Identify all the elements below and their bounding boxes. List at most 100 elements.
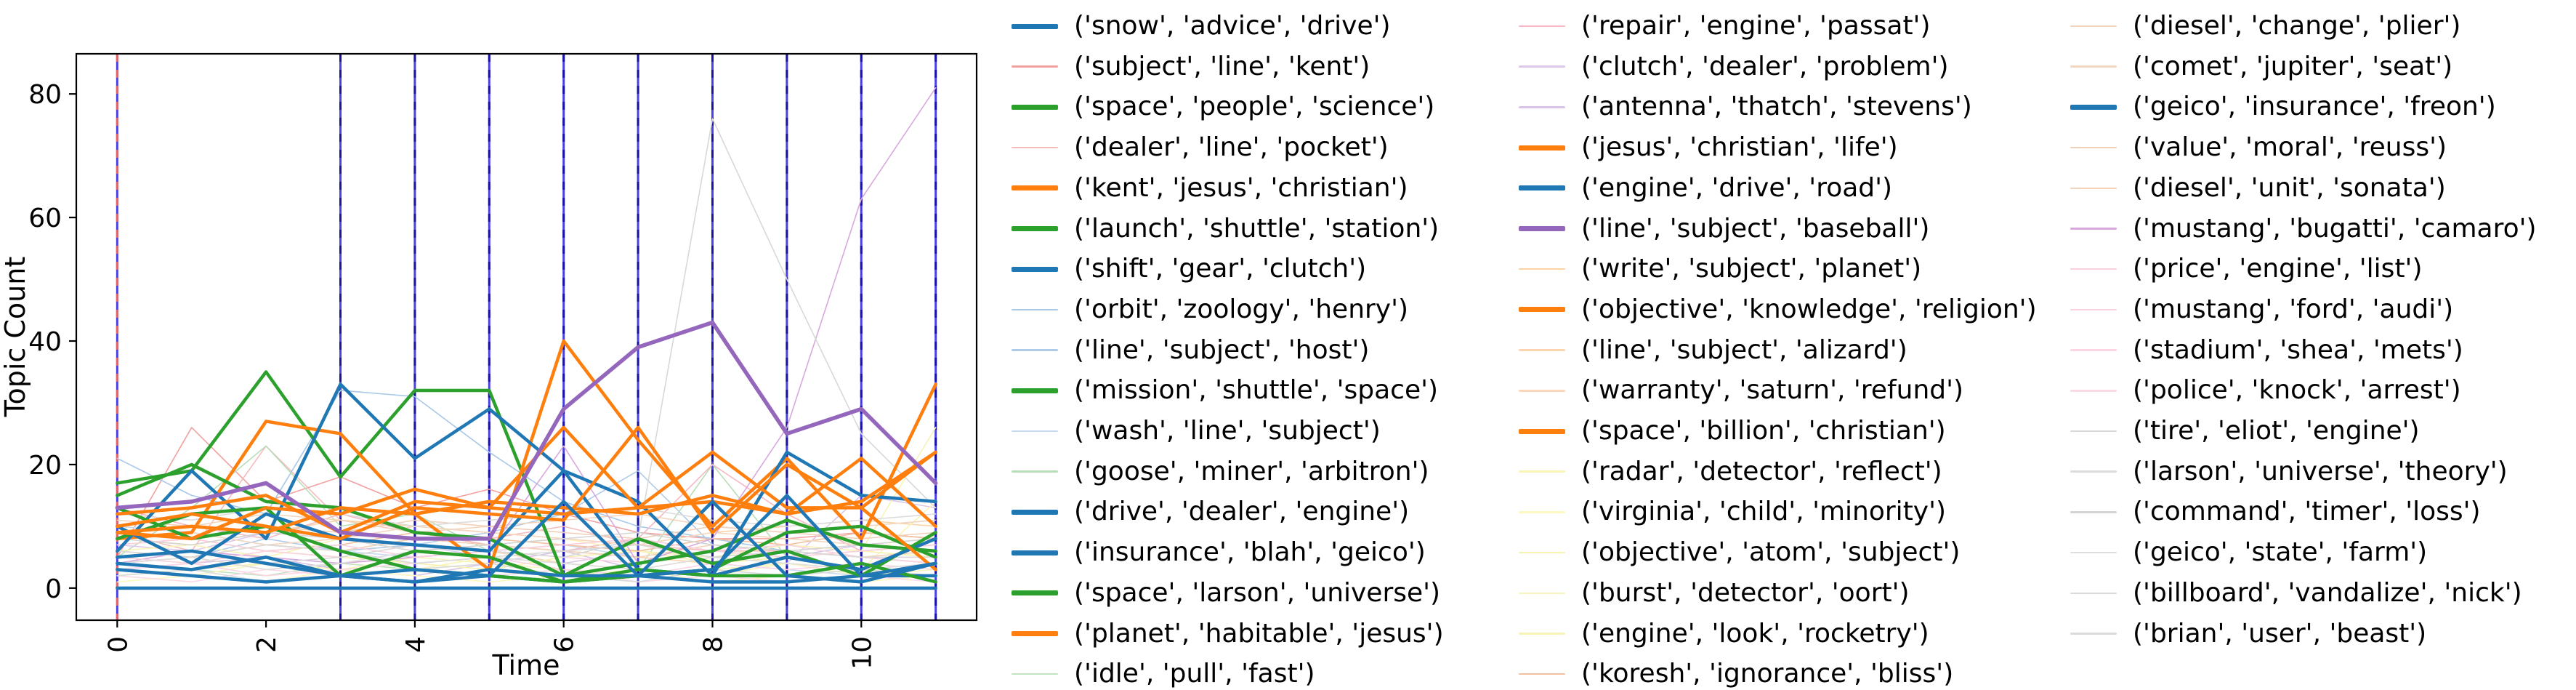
legend-line-swatch	[2070, 65, 2117, 68]
legend-label: ('write', 'subject', 'planet')	[1581, 254, 1922, 284]
legend-label: ('antenna', 'thatch', 'stevens')	[1581, 92, 1972, 122]
legend-label: ('warranty', 'saturn', 'refund')	[1581, 375, 1964, 406]
legend-label: ('mustang', 'bugatti', 'camaro')	[2133, 213, 2537, 244]
legend-item: ('radar', 'detector', 'reflect')	[1519, 456, 1942, 488]
legend-item: ('objective', 'atom', 'subject')	[1519, 537, 1960, 569]
topic-series-line	[116, 427, 937, 558]
legend-label: ('kent', 'jesus', 'christian')	[1074, 172, 1408, 203]
legend-line-swatch	[1012, 146, 1058, 149]
legend-label: ('engine', 'drive', 'road')	[1581, 172, 1893, 203]
legend-label: ('comet', 'jupiter', 'seat')	[2133, 51, 2453, 81]
legend-label: ('space', 'people', 'science')	[1074, 92, 1435, 122]
legend-label: ('planet', 'habitable', 'jesus')	[1074, 618, 1444, 649]
legend-label: ('space', 'larson', 'universe')	[1074, 577, 1441, 608]
legend-item: ('stadium', 'shea', 'mets')	[2070, 334, 2463, 366]
legend-line-swatch	[1012, 226, 1058, 231]
legend-line-swatch	[1519, 25, 1565, 28]
legend-label: ('insurance', 'blah', 'geico')	[1074, 537, 1426, 568]
legend-item: ('engine', 'look', 'rocketry')	[1519, 618, 1929, 650]
legend-line-swatch	[1519, 185, 1565, 191]
legend-line-swatch	[2070, 592, 2117, 595]
topic-series-line	[116, 531, 937, 552]
topic-series-line	[116, 506, 937, 584]
legend-item: ('space', 'people', 'science')	[1012, 91, 1434, 123]
legend-item: ('geico', 'state', 'farm')	[2070, 537, 2427, 569]
legend-label: ('diesel', 'change', 'plier')	[2133, 11, 2461, 41]
legend-line-swatch	[1012, 23, 1058, 29]
legend-item: ('billboard', 'vandalize', 'nick')	[2070, 577, 2522, 609]
legend-label: ('launch', 'shuttle', 'station')	[1074, 213, 1440, 244]
legend-item: ('brian', 'user', 'beast')	[2070, 618, 2426, 650]
legend-item: ('goose', 'miner', 'arbitron')	[1012, 456, 1429, 488]
legend-label: ('dealer', 'line', 'pocket')	[1074, 132, 1389, 163]
legend-label: ('line', 'subject', 'baseball')	[1581, 213, 1930, 244]
topic-series-line	[116, 370, 937, 578]
legend-item: ('virginia', 'child', 'minority')	[1519, 496, 1946, 528]
legend-item: ('shift', 'gear', 'clutch')	[1012, 253, 1366, 285]
legend-line-swatch	[2070, 268, 2117, 270]
legend-line-swatch	[2070, 187, 2117, 190]
legend-line-swatch	[2070, 349, 2117, 351]
legend-item: ('price', 'engine', 'list')	[2070, 253, 2423, 285]
legend-label: ('jesus', 'christian', 'life')	[1581, 132, 1898, 163]
legend-label: ('line', 'subject', 'host')	[1074, 334, 1370, 365]
legend-item: ('line', 'subject', 'baseball')	[1519, 213, 1929, 245]
legend-label: ('line', 'subject', 'alizard')	[1581, 334, 1907, 365]
legend-item: ('subject', 'line', 'kent')	[1012, 51, 1370, 83]
y-tick-label: 40	[28, 327, 62, 357]
topic-series-line	[116, 462, 937, 578]
legend-label: ('drive', 'dealer', 'engine')	[1074, 497, 1410, 527]
legend-item: ('mission', 'shuttle', 'space')	[1012, 374, 1438, 406]
legend-label: ('tire', 'eliot', 'engine')	[2133, 416, 2420, 446]
legend-line-swatch	[1519, 511, 1565, 513]
legend-line-swatch	[2070, 390, 2117, 392]
legend-line-swatch	[1012, 65, 1058, 68]
x-tick-label: 0	[103, 636, 133, 653]
legend-line-swatch	[2070, 308, 2117, 311]
topic-series-line	[116, 457, 937, 534]
legend-line-swatch	[2070, 25, 2117, 28]
legend-item: ('warranty', 'saturn', 'refund')	[1519, 374, 1963, 406]
x-tick-label: 2	[252, 636, 282, 653]
series-layer	[115, 87, 938, 590]
topic-series-line	[116, 500, 937, 584]
legend-line-swatch	[2070, 551, 2117, 554]
legend-label: ('clutch', 'dealer', 'problem')	[1581, 51, 1949, 81]
topic-series-line	[116, 544, 937, 564]
y-tick-label: 0	[45, 574, 62, 604]
legend-label: ('orbit', 'zoology', 'henry')	[1074, 294, 1409, 324]
plot-border	[75, 52, 978, 622]
legend-item: ('launch', 'shuttle', 'station')	[1012, 213, 1439, 245]
legend-item: ('antenna', 'thatch', 'stevens')	[1519, 91, 1972, 123]
legend-label: ('virginia', 'child', 'minority')	[1581, 497, 1947, 527]
legend-line-swatch	[1012, 590, 1058, 596]
legend-label: ('burst', 'detector', 'oort')	[1581, 577, 1910, 608]
legend-line-swatch	[1519, 390, 1565, 392]
legend-label: ('koresh', 'ignorance', 'bliss')	[1581, 659, 1954, 689]
legend-item: ('planet', 'habitable', 'jesus')	[1012, 618, 1444, 650]
legend-label: ('goose', 'miner', 'arbitron')	[1074, 456, 1429, 486]
legend-item: ('diesel', 'change', 'plier')	[2070, 10, 2460, 42]
legend-item: ('space', 'billion', 'christian')	[1519, 415, 1946, 447]
legend-item: ('mustang', 'ford', 'audi')	[2070, 294, 2453, 326]
legend-line-swatch	[1519, 145, 1565, 151]
legend-line-swatch	[2070, 104, 2117, 110]
legend-line-swatch	[2070, 146, 2117, 149]
legend-line-swatch	[1012, 185, 1058, 191]
legend-item: ('burst', 'detector', 'oort')	[1519, 577, 1910, 609]
legend-label: ('command', 'timer', 'loss')	[2133, 497, 2481, 527]
legend-label: ('shift', 'gear', 'clutch')	[1074, 254, 1367, 284]
y-axis-label: Topic Count	[0, 257, 31, 418]
legend-item: ('kent', 'jesus', 'christian')	[1012, 172, 1408, 204]
legend-item: ('orbit', 'zoology', 'henry')	[1012, 294, 1408, 326]
legend-line-swatch	[1519, 106, 1565, 108]
legend-label: ('objective', 'atom', 'subject')	[1581, 537, 1961, 568]
y-tick-label: 60	[28, 204, 62, 233]
legend-item: ('tire', 'eliot', 'engine')	[2070, 415, 2420, 447]
topic-series-line	[116, 87, 937, 564]
x-tick-label: 4	[401, 636, 431, 653]
legend-line-swatch	[1519, 307, 1565, 313]
legend-item: ('geico', 'insurance', 'freon')	[2070, 91, 2496, 123]
